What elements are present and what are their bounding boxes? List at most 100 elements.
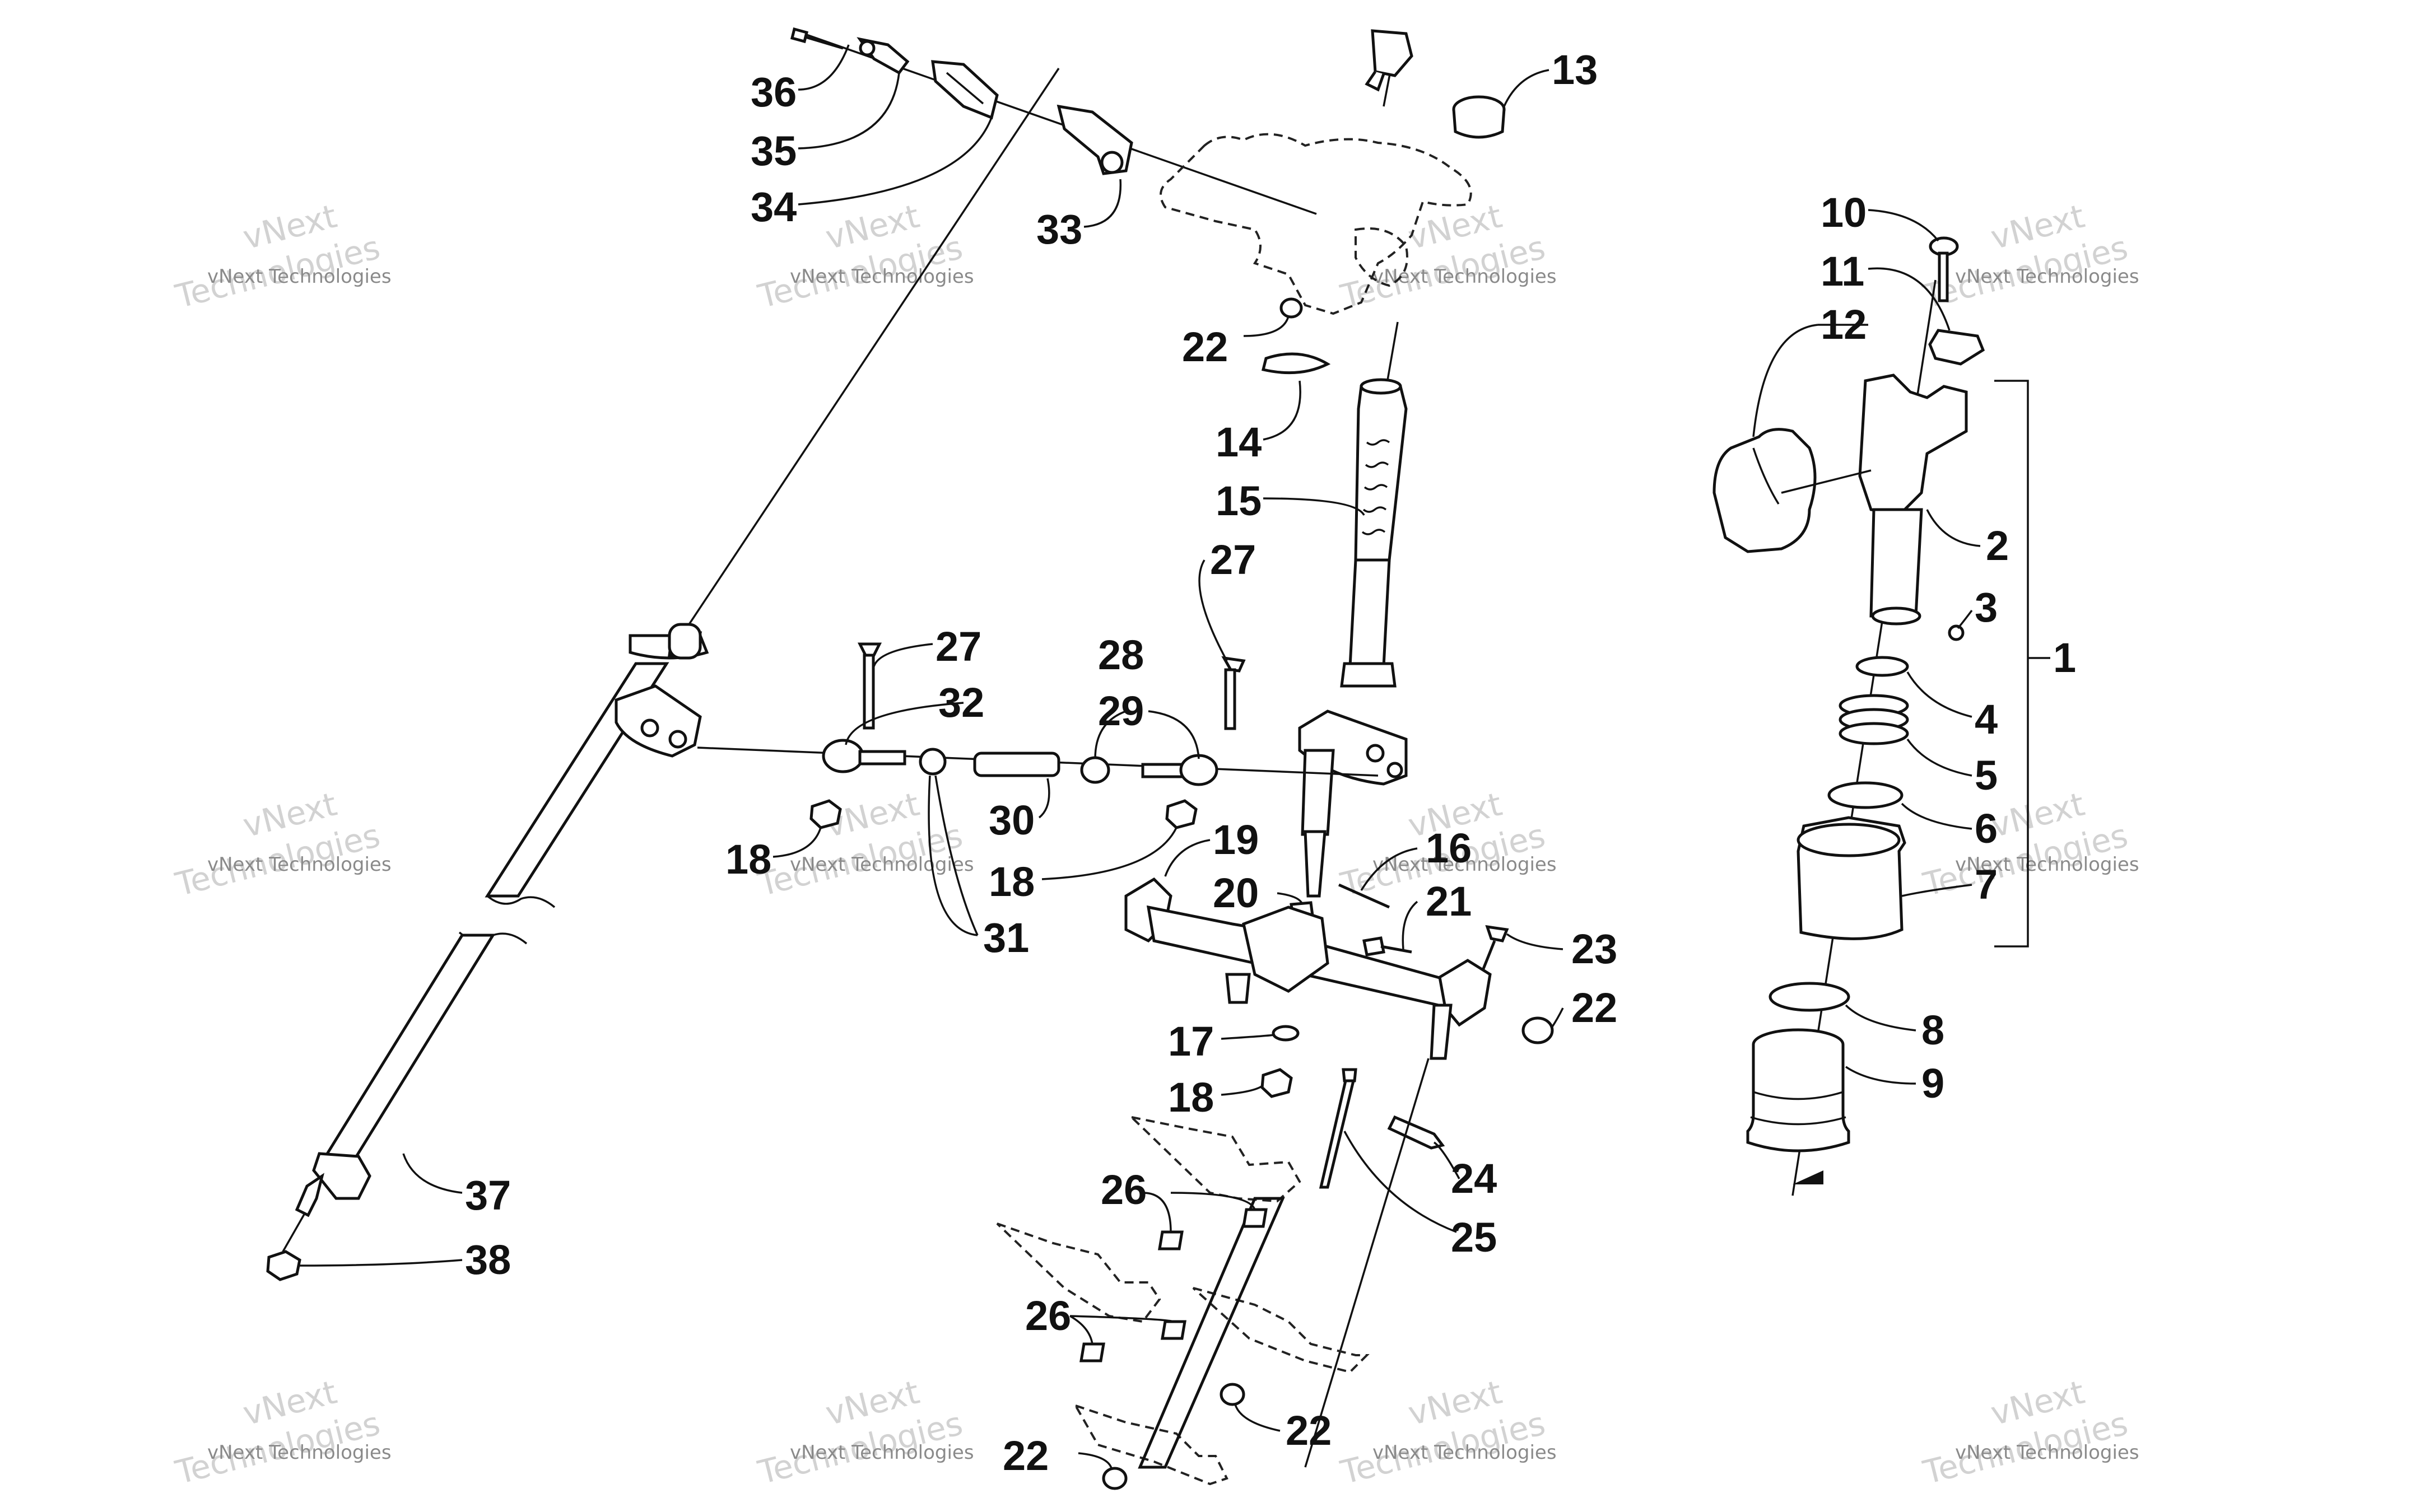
callout-36: 36 — [751, 69, 797, 115]
part-19-arm-left-leg — [1225, 973, 1251, 1004]
part-13-bushing-body — [1452, 109, 1506, 139]
part-26-bushing — [1242, 1208, 1268, 1228]
watermark-small: vNext Technologies — [207, 265, 392, 288]
callout-24: 24 — [1451, 1155, 1497, 1202]
leader-31b — [934, 775, 979, 936]
callout-16: 16 — [1426, 825, 1472, 871]
leader-34 — [798, 117, 993, 206]
leader-12a — [1752, 324, 1868, 437]
part-22-nut — [1220, 1383, 1245, 1406]
part-16-pin — [1338, 883, 1390, 909]
part-18-nut — [1260, 1068, 1293, 1098]
lower-linkage — [996, 1115, 1370, 1490]
leader-lines — [299, 44, 1981, 1471]
callout-8: 8 — [1921, 1007, 1944, 1053]
top-cap-tab — [1365, 71, 1385, 92]
leader-38 — [299, 1259, 463, 1267]
callout-26: 26 — [1101, 1166, 1147, 1213]
leader-29 — [1094, 710, 1127, 759]
post-lower-stud — [1304, 830, 1327, 898]
part-31-washer — [919, 748, 947, 776]
part-22-nut — [1521, 1016, 1554, 1044]
callout-22: 22 — [1286, 1407, 1332, 1454]
part-2-post-end — [1871, 606, 1921, 626]
leader-22b — [1551, 1007, 1564, 1028]
tie-rod-end-outline — [1192, 1287, 1370, 1374]
callout-18: 18 — [725, 836, 771, 883]
callout-4: 4 — [1975, 696, 1998, 743]
leader-24 — [1433, 1141, 1460, 1179]
part-2-post-head — [1858, 374, 1968, 517]
part-30-sleeve — [973, 752, 1060, 777]
part-29-nut — [1080, 756, 1110, 784]
watermark: vNext Technologies vNext Technologies — [171, 1373, 392, 1492]
axis-line — [1385, 321, 1399, 387]
leader-21 — [1402, 900, 1418, 950]
leader-3 — [1957, 609, 1973, 629]
part-10-screw-shank — [1938, 251, 1949, 302]
part-4-ring — [1855, 656, 1909, 677]
callout-1: 1 — [2053, 634, 2076, 681]
part-21-bolt-head — [1362, 936, 1385, 956]
leader-26a — [1142, 1192, 1256, 1233]
part-6-ring — [1827, 781, 1904, 809]
leader-27b — [1198, 559, 1228, 661]
leader-28 — [1148, 710, 1200, 759]
part-12-cover — [1712, 428, 1817, 553]
leader-37 — [402, 1153, 463, 1194]
leader-26b — [1069, 1315, 1174, 1345]
leader-5 — [1906, 738, 1972, 777]
callout-7: 7 — [1975, 861, 1998, 908]
part-38-nut — [266, 1250, 301, 1281]
part-32-rod-end — [822, 739, 864, 773]
kit-bracket — [1994, 380, 2029, 948]
leader-14 — [1263, 380, 1301, 441]
leader-12b — [1781, 469, 1872, 494]
clip-ridge — [946, 72, 984, 105]
shaft-lower-fitting — [312, 1152, 371, 1200]
part-9-boot-ribs — [1750, 1091, 1846, 1126]
leader-35 — [798, 72, 900, 150]
leader-13 — [1503, 69, 1549, 107]
break-line-upper — [486, 895, 556, 908]
callout-6: 6 — [1975, 805, 1998, 852]
watermark-small: vNext Technologies — [207, 1441, 392, 1464]
callout-29: 29 — [1098, 688, 1144, 734]
part-36-screw-head — [790, 27, 809, 44]
lever-boss — [1100, 151, 1124, 174]
watermark: vNext Technologies vNext Technologies — [171, 785, 392, 904]
callout-17: 17 — [1168, 1018, 1214, 1065]
leader-10 — [1868, 209, 1939, 242]
callout-11: 11 — [1821, 248, 1864, 295]
watermark-small: vNext Technologies — [1372, 1441, 1557, 1464]
part-27-bolt-shank — [1224, 668, 1236, 730]
part-24-cotter — [1387, 1115, 1445, 1150]
cover-ridge — [1752, 447, 1780, 505]
callout-2: 2 — [1986, 522, 2009, 569]
callout-35: 35 — [751, 128, 797, 174]
leader-18b — [1041, 827, 1178, 880]
part-25-bolt-head — [1342, 1068, 1357, 1082]
watermark: vNext Technologies vNext Technologies — [1337, 197, 1557, 316]
part-26-bushing — [1079, 1342, 1105, 1362]
callout-37: 37 — [465, 1172, 511, 1219]
callout-12: 12 — [1821, 301, 1867, 348]
leader-7 — [1901, 884, 1972, 897]
leader-25 — [1343, 1131, 1457, 1233]
mount-hole — [668, 730, 687, 749]
axis-line — [282, 1212, 306, 1252]
part-11-clamp — [1928, 329, 1985, 366]
part-17-washer — [1272, 1025, 1300, 1042]
part-9-boot-body — [1746, 1044, 1850, 1152]
leader-4 — [1906, 671, 1972, 718]
watermark-small: vNext Technologies — [790, 265, 974, 288]
part-27-bolt-head — [1221, 656, 1246, 673]
leader-16 — [1360, 847, 1418, 891]
handlebar-block — [1160, 29, 1506, 387]
leader-33 — [1083, 179, 1122, 228]
callout-13: 13 — [1552, 46, 1598, 93]
post-lower-tube — [1301, 749, 1335, 836]
callout-9: 9 — [1921, 1060, 1944, 1107]
callout-20: 20 — [1213, 870, 1259, 916]
